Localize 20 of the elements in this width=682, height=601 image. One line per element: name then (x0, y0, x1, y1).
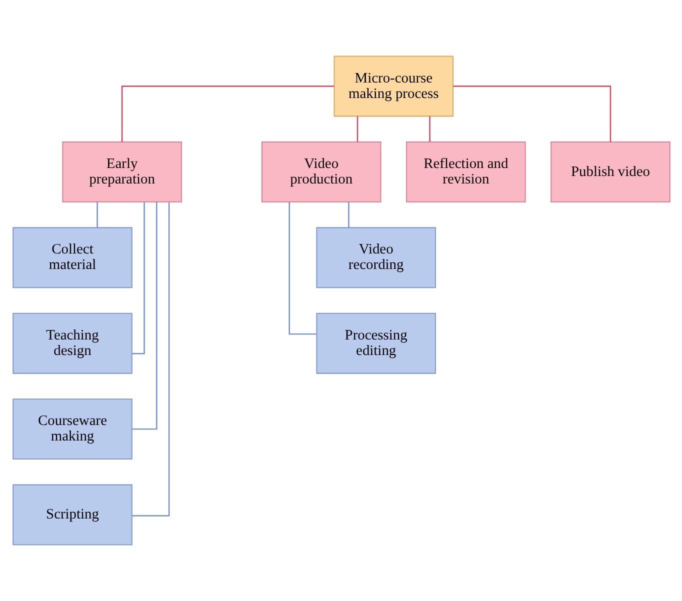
connector (132, 202, 157, 430)
node-box: Micro-course making process (333, 56, 454, 117)
connector (348, 202, 349, 228)
node-box: Collect material (12, 227, 132, 288)
node-box: Publish video (550, 141, 670, 202)
node-box: Video recording (316, 227, 436, 288)
node-box: Scripting (12, 484, 132, 546)
node-box: Early preparation (62, 141, 182, 202)
connector (120, 86, 334, 142)
node-box: Processing editing (316, 312, 436, 374)
node-box: Courseware making (12, 398, 132, 460)
node-box: Teaching design (12, 312, 132, 374)
connector (452, 86, 611, 142)
connector (356, 116, 358, 142)
node-box: Reflection and revision (406, 141, 526, 202)
connector (132, 202, 170, 516)
connector (288, 202, 316, 335)
node-box: Video production (260, 141, 381, 202)
connector (96, 202, 98, 228)
connector (428, 116, 430, 142)
